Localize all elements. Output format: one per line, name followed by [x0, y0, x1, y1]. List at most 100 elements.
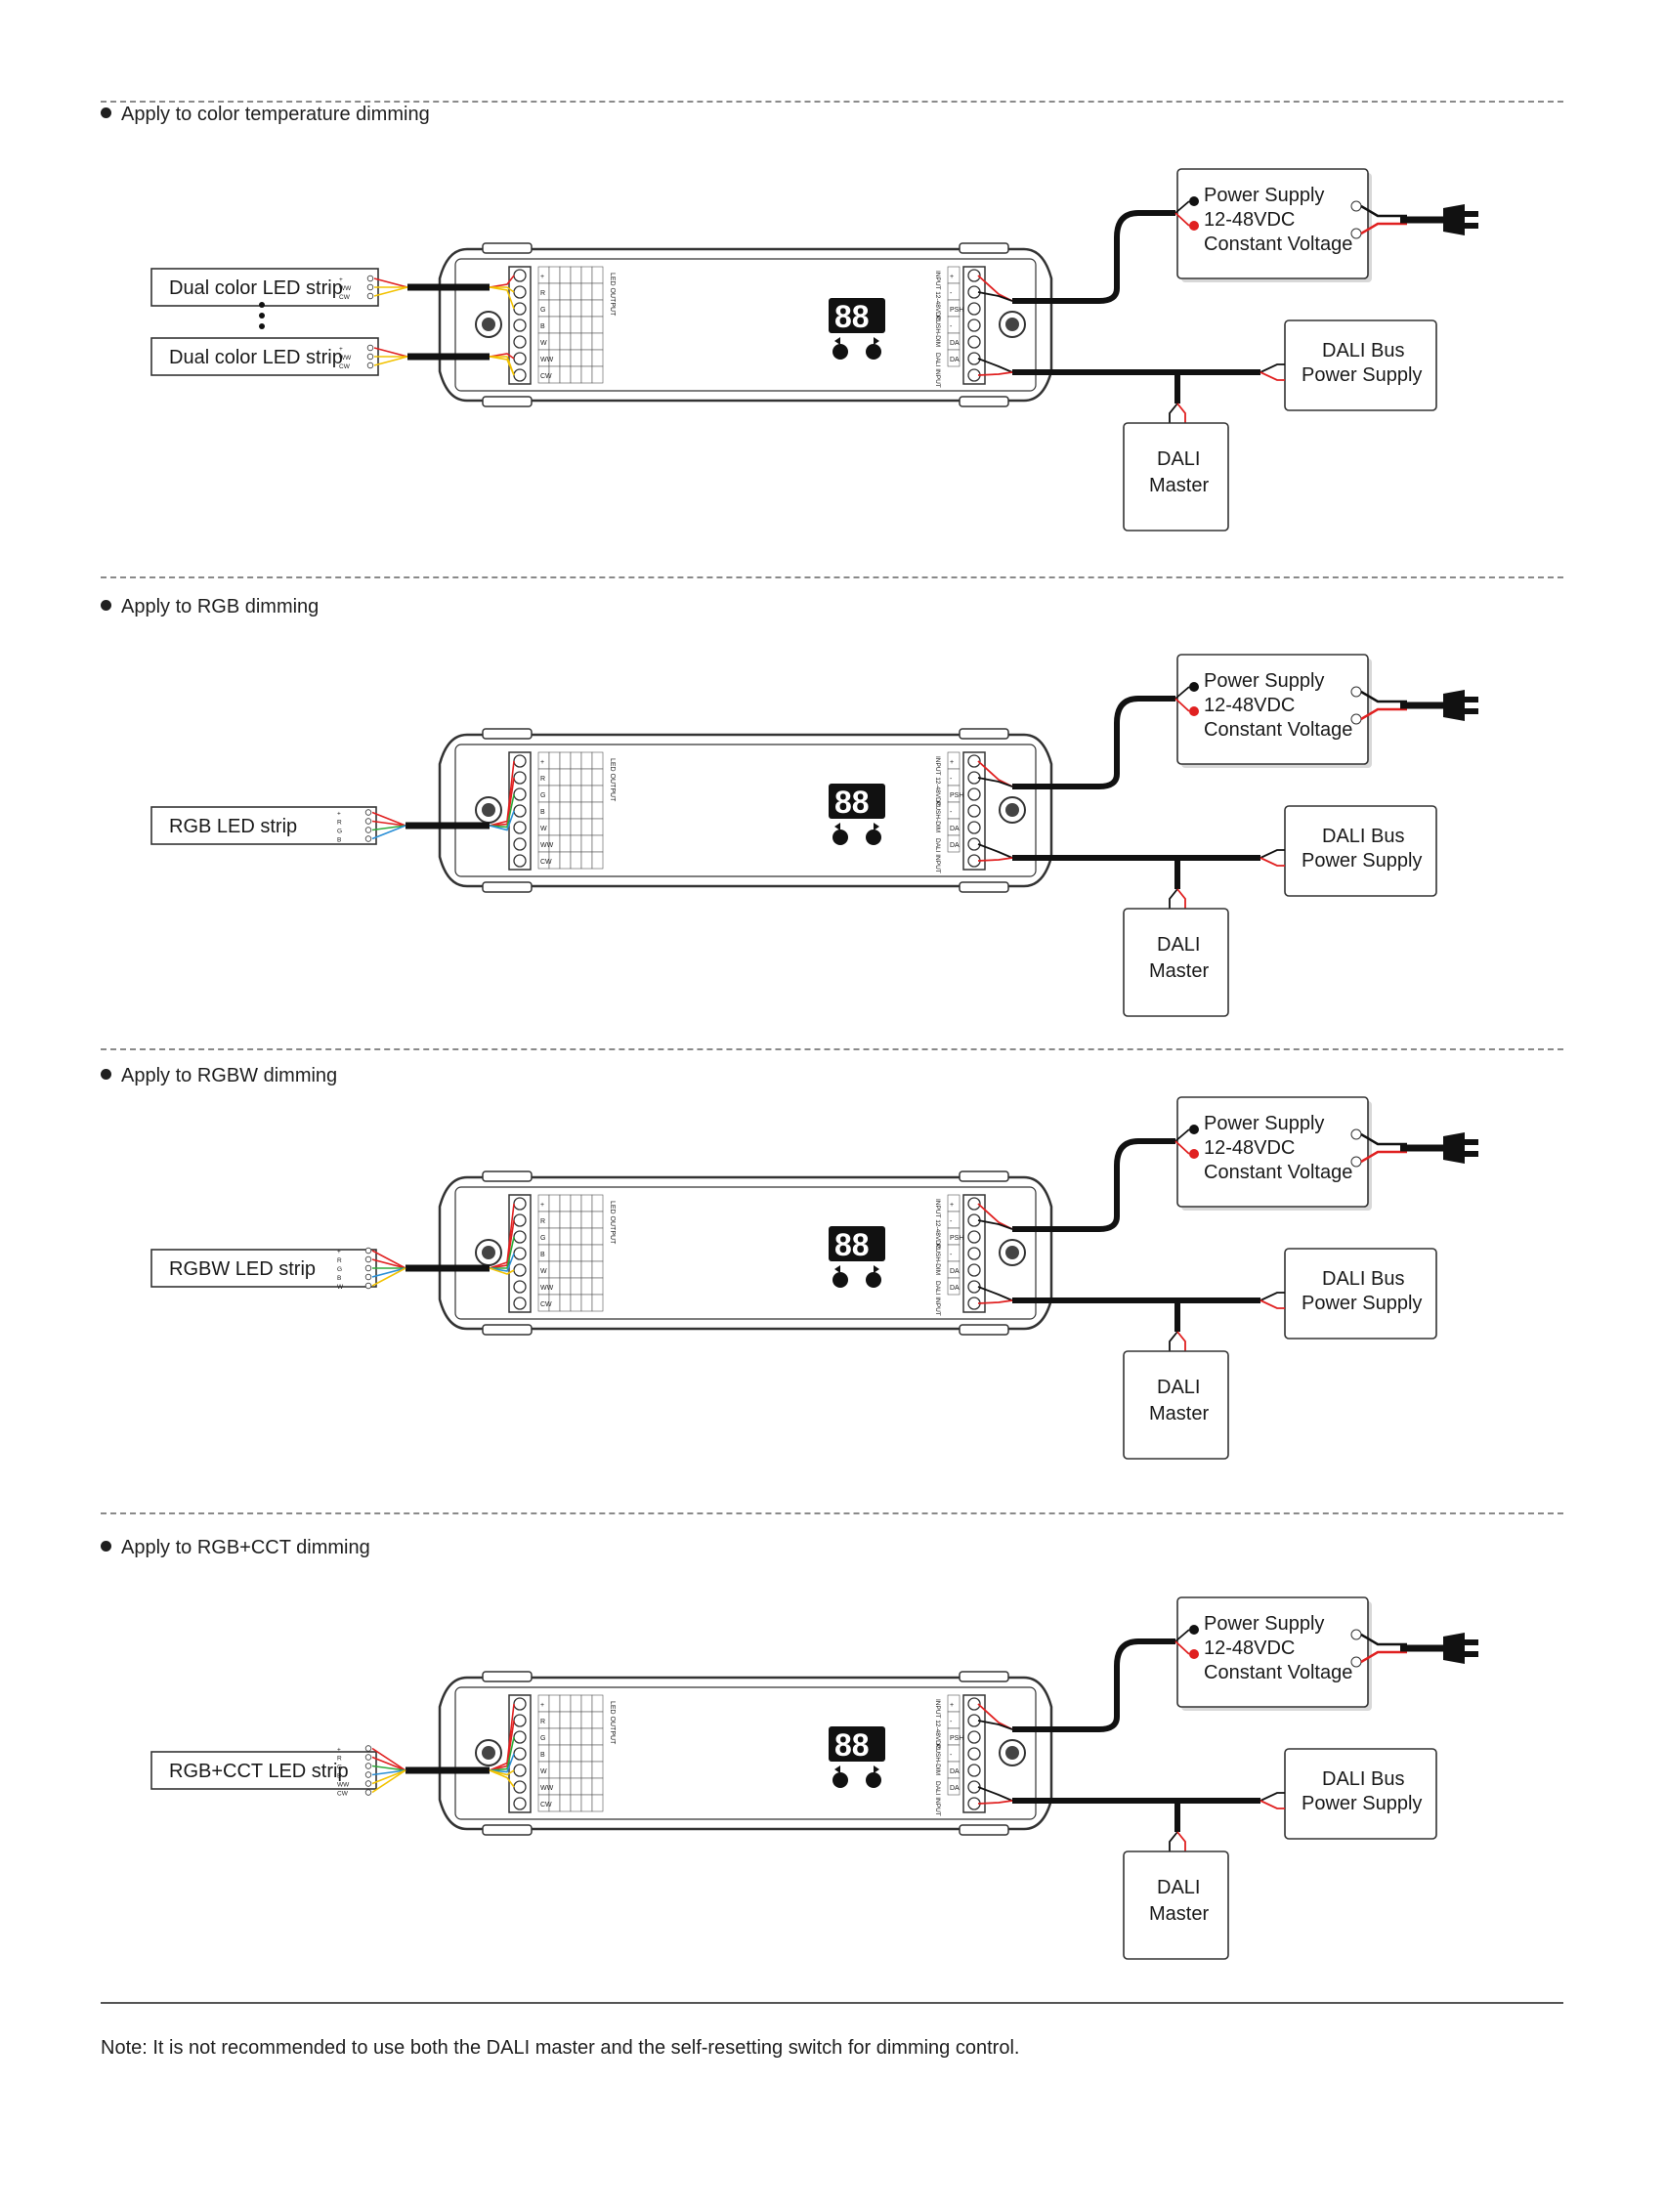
output-row-label: CW — [540, 373, 552, 380]
terminal-screw-icon — [967, 269, 981, 282]
mount-screw-head-icon — [1005, 1746, 1019, 1760]
terminal-screw-icon — [513, 1780, 527, 1794]
led-wire — [373, 356, 408, 366]
terminal-screw-icon — [967, 1230, 981, 1244]
power-supply-label: Power Supply — [1204, 1613, 1324, 1635]
section-heading: Apply to RGBW dimming — [101, 1065, 337, 1087]
push-dim-label: PUSH-DIM — [934, 1244, 941, 1275]
dali-master-wire — [1169, 1331, 1178, 1351]
led-wire — [371, 825, 406, 831]
output-grid-cell — [548, 299, 561, 318]
output-row-label: W — [540, 826, 547, 832]
segment-display — [829, 298, 885, 333]
terminal-screw-icon — [513, 1230, 527, 1244]
output-grid-cell — [570, 1260, 582, 1279]
output-grid-cell — [580, 1277, 593, 1296]
dali-wire — [977, 1800, 1013, 1805]
dali-bus-box — [1284, 1248, 1437, 1340]
terminal-screw-icon — [513, 1697, 527, 1711]
led-wire — [373, 277, 408, 288]
arrow-right-icon — [874, 823, 879, 830]
output-grid-cell — [580, 785, 593, 803]
dali-input-label: DALI INPUT — [934, 353, 941, 388]
terminal-screw-icon — [967, 787, 981, 801]
output-grid-cell — [559, 818, 572, 836]
output-grid-cell — [580, 818, 593, 836]
terminal-screw-icon — [513, 754, 527, 768]
led-strip-pin-label: B — [337, 1275, 341, 1282]
terminal-screw-icon — [513, 1263, 527, 1277]
led-strip-pin-icon — [364, 1754, 372, 1761]
output-row-label: WW — [540, 1285, 554, 1292]
led-wire — [489, 275, 515, 288]
output-row-label: CW — [540, 1301, 552, 1308]
button-down-icon — [832, 1772, 848, 1788]
ac-wire — [1360, 707, 1407, 721]
led-strip-pin-label: G — [337, 1765, 342, 1771]
terminal-screw-icon — [967, 1697, 981, 1711]
dali-wire — [977, 1786, 1013, 1802]
led-wire — [489, 286, 515, 310]
plug-icon — [1443, 690, 1465, 721]
arrow-right-icon — [874, 337, 879, 345]
output-grid-cell — [570, 349, 582, 367]
dali-wire — [977, 843, 1013, 859]
dali-bus-label: DALI Bus — [1322, 1768, 1404, 1790]
dali-bus-sublabel: Power Supply — [1302, 850, 1422, 872]
terminal-screw-icon — [513, 1297, 527, 1310]
output-row-label: WW — [540, 842, 554, 849]
led-wire — [489, 1736, 515, 1771]
output-grid-cell — [570, 316, 582, 334]
input-terminal-label: DA — [950, 1768, 960, 1775]
dali-bus-box — [1284, 319, 1437, 411]
terminal-screw-icon — [513, 319, 527, 332]
ac-terminal-icon — [1350, 1128, 1362, 1140]
led-strip-pin-label: + — [339, 276, 343, 283]
input-label: INPUT 12-48VDC — [934, 1699, 941, 1750]
plug-prong-icon — [1465, 223, 1478, 229]
dali-master-box — [1123, 908, 1229, 1017]
output-grid-cell — [591, 1794, 604, 1812]
output-title: LED OUTPUT — [609, 1701, 616, 1745]
output-grid-cell — [570, 768, 582, 787]
led-strip-pin-label: W — [337, 1284, 344, 1291]
output-grid-cell — [548, 1727, 561, 1746]
segment-display-text: 88 — [834, 1727, 870, 1763]
output-grid-cell — [591, 1744, 604, 1763]
terminal-screw-icon — [967, 804, 981, 818]
mount-screw-head-icon — [482, 803, 495, 817]
ac-terminal-icon — [1350, 1156, 1362, 1168]
dali-bus-box — [1284, 1748, 1437, 1840]
output-grid-cell — [580, 768, 593, 787]
input-terminal-label: + — [950, 274, 954, 280]
dali-master-box — [1123, 1850, 1229, 1960]
led-wire — [490, 286, 515, 293]
input-terminal-label: - — [950, 1719, 953, 1725]
terminal-screw-icon — [513, 269, 527, 282]
power-supply-voltage: 12-48VDC — [1204, 209, 1295, 231]
output-grid-cell — [548, 818, 561, 836]
led-strip-pin-icon — [366, 344, 374, 352]
mount-tab — [959, 1170, 1009, 1182]
output-grid-cell — [559, 332, 572, 351]
led-wire — [371, 1267, 406, 1278]
terminal-screw-icon — [513, 771, 527, 785]
led-strip-pin-icon — [364, 835, 372, 842]
output-row-label: + — [540, 759, 544, 766]
led-wire — [489, 1769, 515, 1776]
led-strip-pin-label: CW — [337, 1791, 349, 1798]
button-up-icon — [866, 344, 881, 360]
input-terminal-label: - — [950, 1252, 953, 1258]
input-terminal-label: - — [950, 1218, 953, 1225]
led-strip-pin-icon — [366, 292, 374, 300]
output-row-label: WW — [540, 357, 554, 363]
terminal-screw-icon — [513, 368, 527, 382]
led-strip-pin-icon — [366, 275, 374, 282]
dali-bus-sublabel: Power Supply — [1302, 364, 1422, 386]
output-row-label: G — [540, 1235, 545, 1242]
dali-wire — [1259, 1800, 1285, 1809]
input-terminal-label: + — [950, 759, 954, 766]
dali-wire — [977, 1286, 1013, 1301]
output-grid-cell — [580, 299, 593, 318]
